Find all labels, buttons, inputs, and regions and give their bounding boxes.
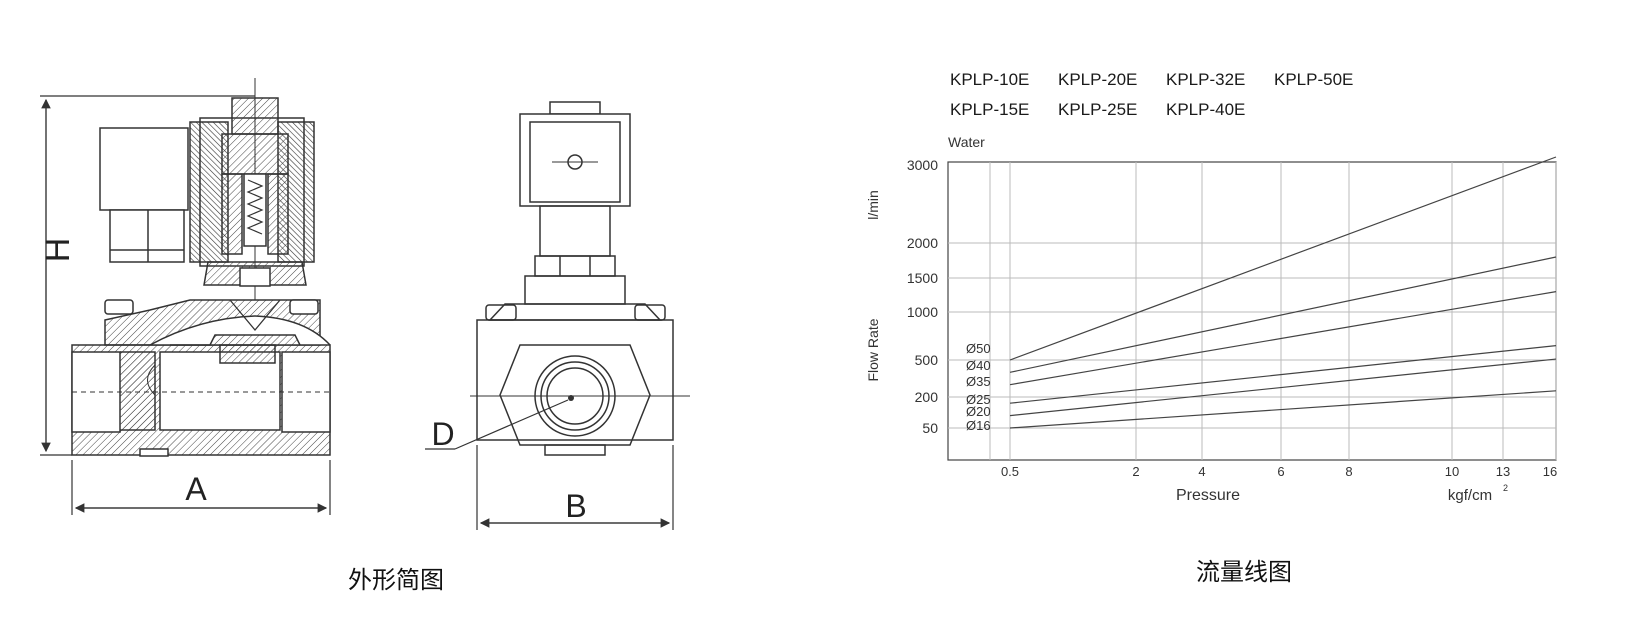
y-tick-label: 3000 [907,157,938,173]
series-label: Ø25 [966,392,991,407]
flow-series-line [1009,345,1557,404]
terminal-box [99,127,189,211]
flow-series-line [1009,358,1557,417]
terminal-connector [109,209,185,263]
series-label: Ø50 [966,341,991,356]
series-label: Ø40 [966,358,991,373]
series-label: Ø20 [966,404,991,419]
dimension-b [476,445,674,530]
flow-rate-chart: 0.5 2 4 6 8 10 13 16 3000 2000 1500 1000 500 200 50 Wat… [865,134,1557,504]
series-label: Ø16 [966,418,991,433]
y-tick-label: 200 [915,389,939,405]
y-tick-label: 500 [915,352,939,368]
x-tick-label: 6 [1277,464,1284,479]
dimension-b-label: B [565,488,586,524]
chart-series [1009,156,1557,429]
flow-series-line [1009,256,1557,373]
model-label: KPLP-32E [1166,70,1246,89]
model-label: KPLP-20E [1058,70,1138,89]
x-tick-label: 8 [1345,464,1352,479]
coil-cover [519,113,631,207]
dimension-a [71,460,331,515]
chart-grid [947,161,1557,461]
x-tick-label: 0.5 [1001,464,1019,479]
flow-series-line [1009,291,1557,386]
y-tick-label: 50 [922,420,938,436]
flow-series-line [1009,390,1557,429]
valve-side-view [470,101,690,456]
valve-outline-drawing: H A [39,78,690,530]
dimension-d [425,399,569,450]
chart-medium-label: Water [948,134,985,150]
model-label: KPLP-50E [1274,70,1354,89]
model-label: KPLP-25E [1058,100,1138,119]
outline-drawing-panel: H A [0,0,760,631]
y-axis-unit: l/min [865,190,881,220]
x-axis-title: Pressure [1176,487,1240,504]
flow-series-line [1009,156,1557,361]
y-tick-label: 1500 [907,270,938,286]
x-tick-label: 4 [1198,464,1205,479]
chart-labels: 0.5 2 4 6 8 10 13 16 3000 2000 1500 1000 500 200 50 Wat… [865,134,1557,504]
y-tick-label: 1000 [907,304,938,320]
x-tick-label: 16 [1543,464,1557,479]
dimension-a-label: A [185,471,207,507]
x-axis-unit-superscript: 2 [1503,483,1508,493]
dimension-h [40,95,255,456]
model-label: KPLP-40E [1166,100,1246,119]
dimension-d-label: D [431,416,454,452]
flow-chart-panel: 0.5 2 4 6 8 10 13 16 3000 2000 1500 1000 500 200 50 Wat… [840,0,1640,631]
x-tick-label: 2 [1132,464,1139,479]
plot-frame [947,161,1557,461]
series-label: Ø35 [966,374,991,389]
flow-chart-caption: 流量线图 [1196,558,1292,586]
model-label: KPLP-10E [950,70,1030,89]
y-axis-title: Flow Rate [865,318,881,381]
outline-drawing-caption: 外形简图 [348,566,444,594]
x-tick-label: 10 [1445,464,1459,479]
y-tick-label: 2000 [907,235,938,251]
x-axis-unit: kgf/cm [1448,487,1492,504]
x-tick-label: 13 [1496,464,1510,479]
model-label: KPLP-15E [950,100,1030,119]
valve-section-view [71,78,331,457]
dimension-h-label: H [39,238,77,263]
